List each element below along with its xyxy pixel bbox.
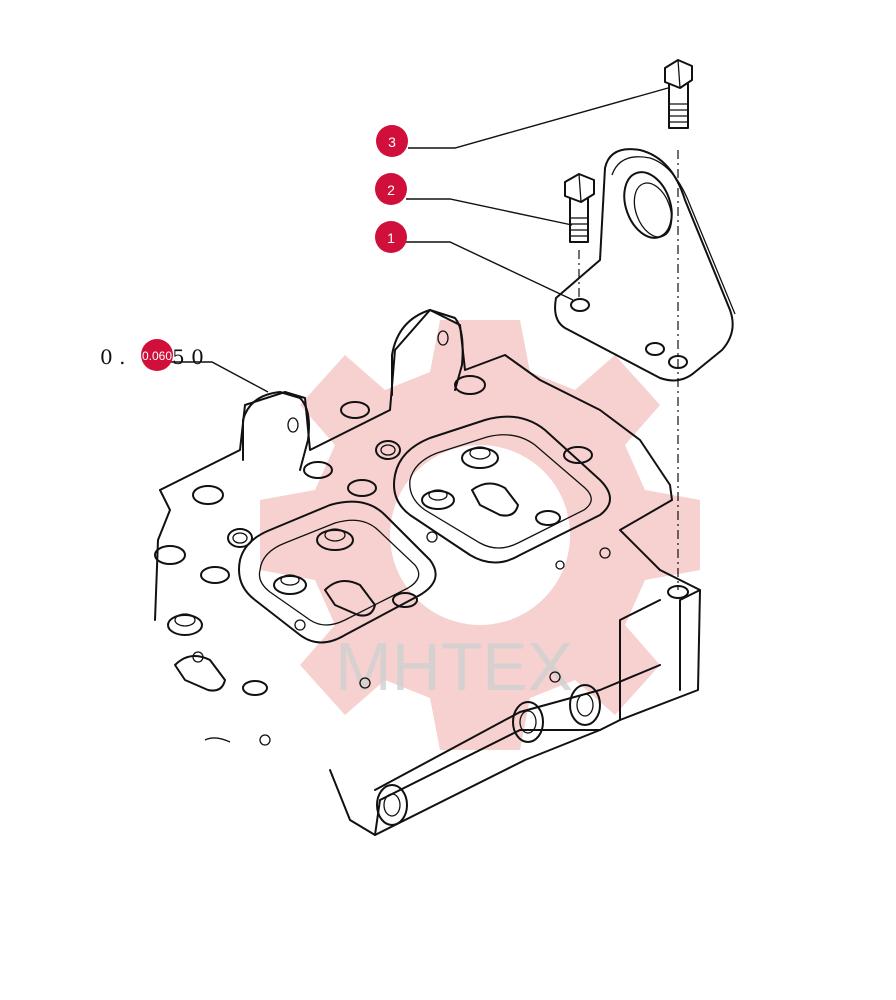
callout-1-badge [375,221,407,253]
reference-badge-label: 0.060 [142,349,172,363]
reference-prefix: 0 . [100,345,125,369]
bolt-3 [664,59,693,129]
leader-1 [405,241,574,301]
head-bolt-holes [154,375,689,746]
callout-3-badge [376,125,408,157]
watermark-gear-icon [260,320,700,750]
callout-3-label: 3 [388,134,396,150]
bolt-2 [564,173,595,243]
reference-suffix: 5 0 [172,345,204,369]
leader-2 [406,198,573,226]
reference-badge [141,339,173,371]
callout-1[interactable]: 1 [375,221,407,253]
leader-3 [408,87,669,149]
cylinder-head [154,309,701,836]
valve-spring-group [167,446,499,636]
reference-link[interactable]: 0 . 5 0 0.060 [100,339,204,371]
callout-2-badge [375,173,407,205]
watermark-gear-shape [260,320,700,750]
callout-1-label: 1 [387,230,395,246]
leader-reference [170,361,269,393]
watermark-text: MHTEX [335,629,573,705]
callout-2[interactable]: 2 [375,173,407,205]
callout-3[interactable]: 3 [376,125,408,157]
callout-2-label: 2 [387,182,395,198]
lifting-bracket [554,148,736,382]
